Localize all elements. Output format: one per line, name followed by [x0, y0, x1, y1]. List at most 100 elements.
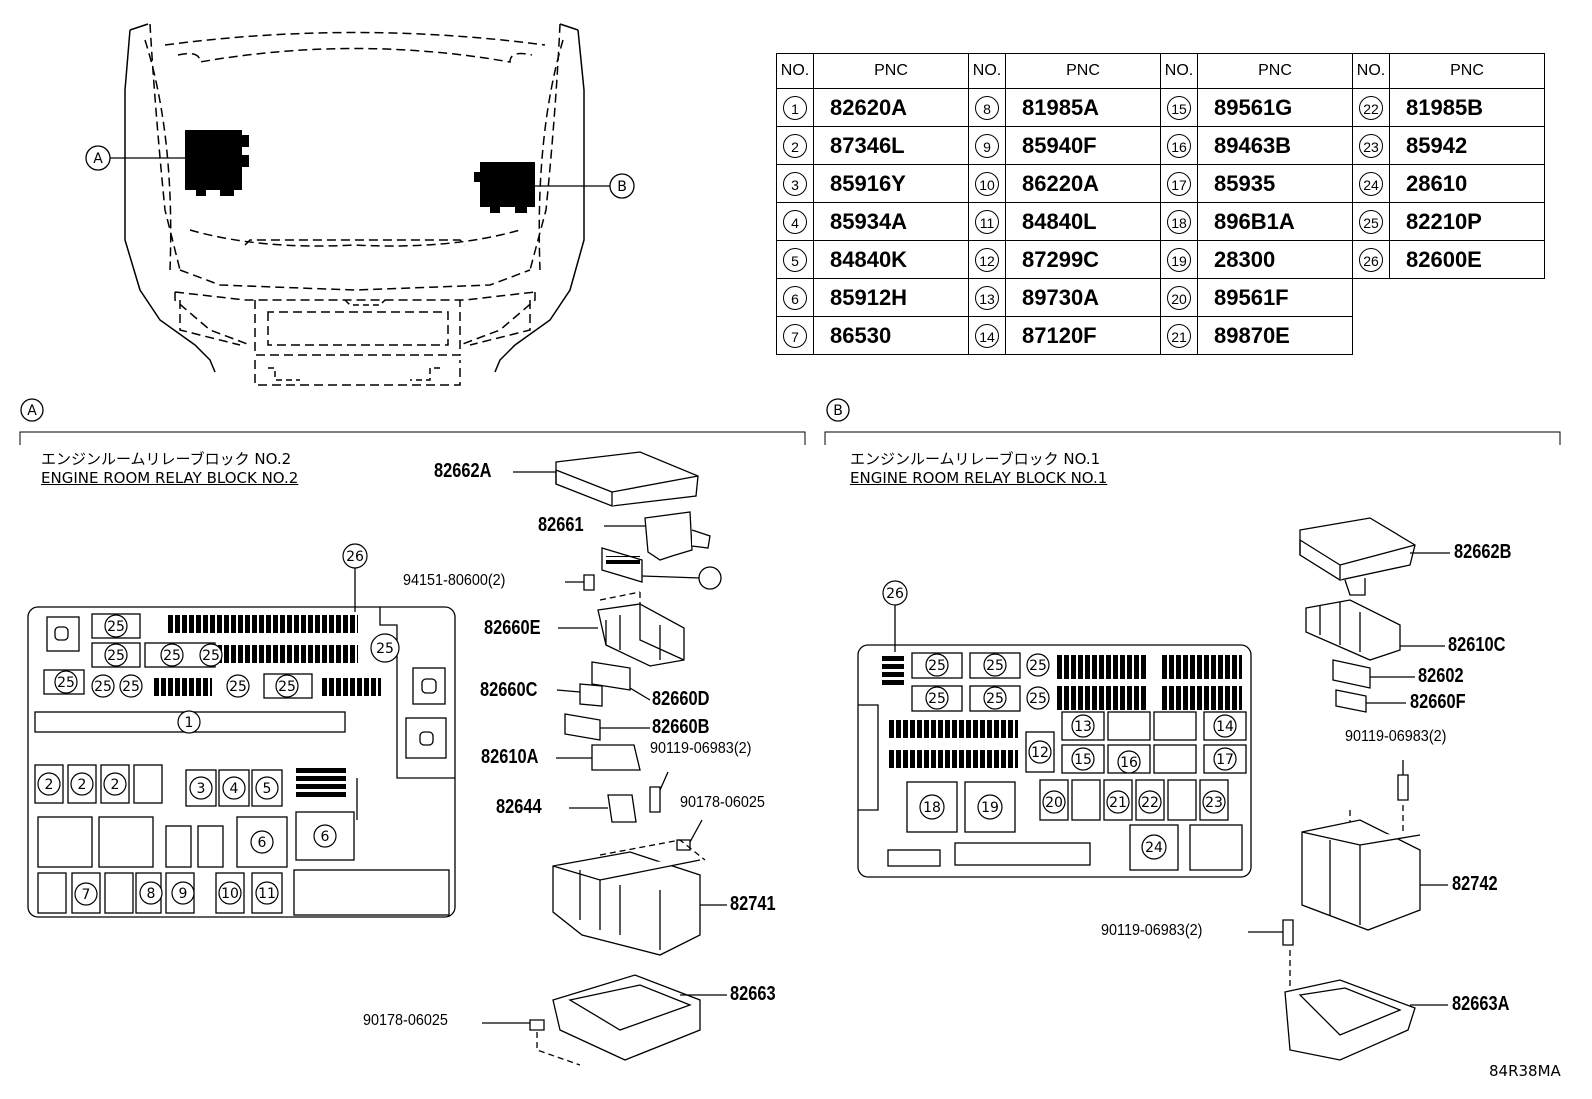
label-82660d: 82660D [652, 688, 710, 710]
circled-number: 7 [783, 323, 807, 348]
svg-text:15: 15 [1074, 752, 1092, 768]
pnc-code: 84840L [1005, 202, 1161, 241]
pnc-code: 82210P [1389, 202, 1545, 241]
pnc-code: 87120F [1005, 316, 1161, 355]
pnc-number: 22 [1352, 88, 1390, 127]
svg-text:10: 10 [221, 886, 239, 902]
pnc-number: 11 [968, 202, 1006, 241]
circled-number: 4 [783, 209, 807, 234]
svg-text:2: 2 [111, 777, 120, 793]
pnc-code: 89561G [1197, 88, 1353, 127]
label-90119-06983-a: 90119-06983(2) [650, 740, 752, 757]
svg-text:25: 25 [928, 658, 946, 674]
pnc-code: 28300 [1197, 240, 1353, 279]
pnc-code: 85916Y [813, 164, 969, 203]
svg-text:25: 25 [107, 619, 125, 635]
section-b-title-jp: エンジンルームリレーブロック NO.1 [850, 450, 1101, 468]
header-pnc: PNC [1389, 53, 1545, 89]
label-82660c: 82660C [480, 679, 538, 701]
pnc-number: 24 [1352, 164, 1390, 203]
svg-text:25: 25 [278, 679, 296, 695]
pnc-code: 85934A [813, 202, 969, 241]
pnc-code: 28610 [1389, 164, 1545, 203]
section-b-title-en: ENGINE ROOM RELAY BLOCK NO.1 [850, 469, 1108, 487]
circled-number: 19 [1167, 247, 1191, 272]
pnc-code: 81985B [1389, 88, 1545, 127]
pnc-number: 17 [1160, 164, 1198, 203]
circled-number: 6 [783, 285, 807, 310]
circled-number: 12 [975, 247, 999, 272]
circled-number: 23 [1359, 133, 1383, 158]
label-82663a: 82663A [1452, 993, 1510, 1015]
pnc-number: 20 [1160, 278, 1198, 317]
pnc-number: 1 [776, 88, 814, 127]
circled-number: 9 [975, 133, 999, 158]
pnc-number: 12 [968, 240, 1006, 279]
pnc-number: 19 [1160, 240, 1198, 279]
header-pnc: PNC [1005, 53, 1161, 89]
label-82742: 82742 [1452, 873, 1498, 895]
circled-number: 1 [783, 95, 807, 120]
circled-number: 22 [1359, 95, 1383, 120]
svg-text:25: 25 [986, 658, 1004, 674]
pnc-code: 89870E [1197, 316, 1353, 355]
circled-number: 5 [783, 247, 807, 272]
vehicle-overview [124, 23, 585, 386]
pnc-number: 18 [1160, 202, 1198, 241]
circled-number: 14 [975, 323, 999, 348]
pnc-code: 81985A [1005, 88, 1161, 127]
label-90119-06983-b-lower: 90119-06983(2) [1101, 922, 1203, 939]
label-90178-06025-a: 90178-06025 [680, 794, 765, 811]
pnc-empty-cell [1353, 317, 1545, 355]
svg-text:2: 2 [45, 777, 54, 793]
svg-text:26: 26 [886, 586, 904, 602]
callout-b: B [535, 173, 635, 199]
label-82741: 82741 [730, 893, 776, 915]
svg-text:25: 25 [1029, 658, 1047, 674]
drawing-code: 84R38MA [1489, 1062, 1561, 1080]
label-82602: 82602 [1418, 665, 1464, 687]
svg-text:13: 13 [1074, 719, 1092, 735]
pnc-number: 4 [776, 202, 814, 241]
label-82660e: 82660E [484, 617, 541, 639]
svg-text:26: 26 [346, 549, 364, 565]
pnc-number: 25 [1352, 202, 1390, 241]
circled-number: 3 [783, 171, 807, 196]
pnc-code: 82620A [813, 88, 969, 127]
label-90178-06025-b: 90178-06025 [363, 1012, 448, 1029]
exploded-parts-a [482, 451, 727, 1066]
label-82644: 82644 [496, 796, 542, 818]
pnc-number: 15 [1160, 88, 1198, 127]
svg-text:6: 6 [258, 835, 267, 851]
relay-block-no1-layout [857, 605, 1252, 878]
svg-text:16: 16 [1120, 755, 1138, 771]
section-b-marker: B [824, 398, 1561, 445]
circled-number: 18 [1167, 209, 1191, 234]
section-b-letter: B [833, 403, 843, 419]
relay-block-no1-markers: 26 25 25 25 25 25 25 12 13 14 15 16 17 1… [882, 580, 1237, 860]
pnc-number: 14 [968, 316, 1006, 355]
svg-text:25: 25 [928, 691, 946, 707]
section-a-letter: A [27, 403, 37, 419]
circled-number: 10 [975, 171, 999, 196]
header-no: NO. [968, 53, 1006, 89]
svg-text:7: 7 [82, 887, 91, 903]
svg-text:25: 25 [986, 691, 1004, 707]
svg-text:17: 17 [1216, 752, 1234, 768]
exploded-parts-b [1248, 517, 1450, 1061]
svg-text:4: 4 [230, 781, 239, 797]
svg-text:18: 18 [923, 800, 941, 816]
svg-text:25: 25 [94, 679, 112, 695]
svg-text:25: 25 [107, 648, 125, 664]
header-pnc: PNC [1197, 53, 1353, 89]
svg-text:20: 20 [1045, 795, 1063, 811]
pnc-number: 26 [1352, 240, 1390, 279]
